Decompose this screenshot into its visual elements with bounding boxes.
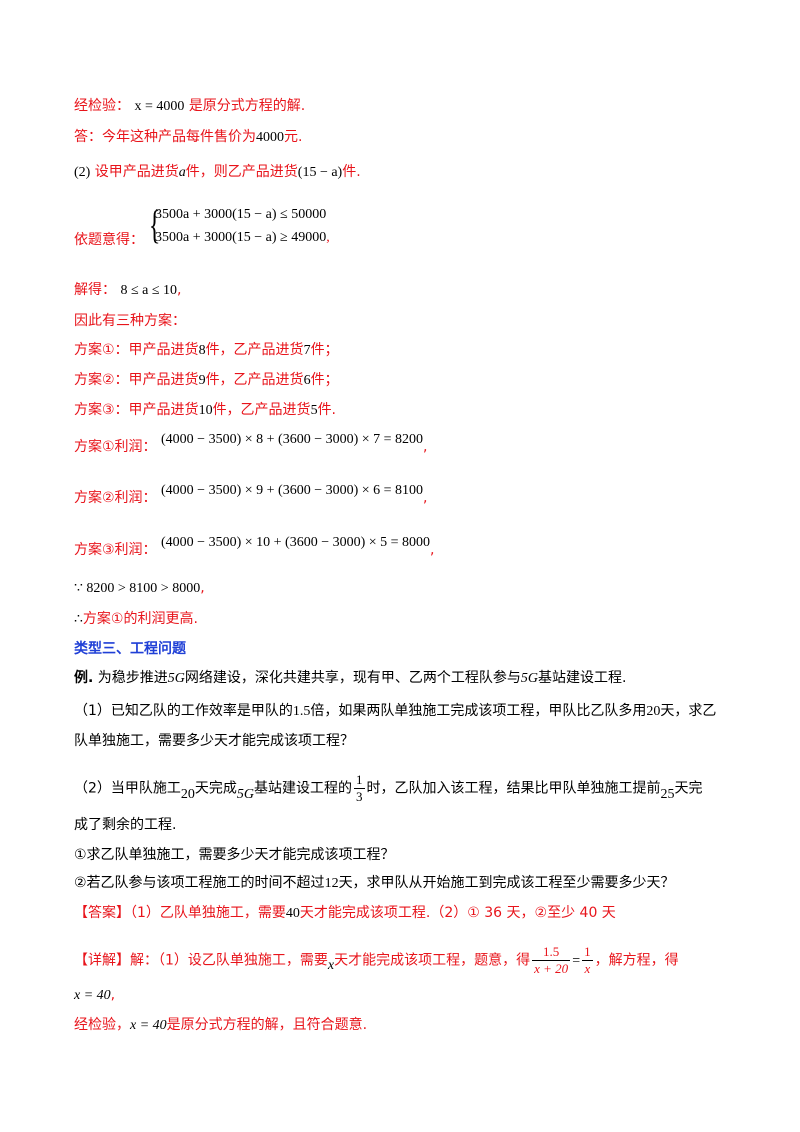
check-line-2: 经检验，x = 40是原分式方程的解，且符合题意. <box>74 1017 368 1033</box>
detail-tag: 【详解】 <box>74 952 130 969</box>
profit-2: 方案②利润： (4000 − 3500) × 9 + (3600 − 3000)… <box>74 483 428 506</box>
detail-result: x = 40, <box>74 987 116 1003</box>
system-row-1: 3500a + 3000(15 − a) ≤ 50000 <box>155 207 327 222</box>
profit-3: 方案③利润： (4000 − 3500) × 10 + (3600 − 3000… <box>74 535 435 558</box>
plan-3: 方案③：甲产品进货10件，乙产品进货5件. <box>74 402 337 418</box>
question-1: （1）已知乙队的工作效率是甲队的1.5倍，如果两队单独施工完成该项工程，甲队比乙… <box>74 703 717 719</box>
answer-line-price: 答：今年这种产品每件售价为4000元. <box>74 129 303 145</box>
answer-tag: 【答案】 <box>74 905 130 921</box>
math-x-4000: x = 4000 <box>134 99 185 114</box>
check-line-1: 经检验： x = 4000 是原分式方程的解. <box>74 98 306 114</box>
system-label: 依题意得： <box>74 232 144 248</box>
plans-intro: 因此有三种方案： <box>74 313 186 329</box>
section-title: 类型三、工程问题 <box>74 641 186 657</box>
plan-1: 方案①：甲产品进货8件，乙产品进货7件； <box>74 342 339 358</box>
system-row-2: 3500a + 3000(15 − a) ≥ 49000, <box>155 230 330 245</box>
answer-line: 【答案】（1）乙队单独施工，需要40天才能完成该项工程.（2）① 36 天，②至… <box>74 905 616 921</box>
because-line: ∵ 8200 > 8100 > 8000, <box>74 580 205 596</box>
therefore-line: ∴方案①的利润更高. <box>74 611 198 627</box>
example-intro: 例. 为稳步推进5G网络建设，深化共建共享，现有甲、乙两个工程队参与5G基站建设… <box>74 670 627 686</box>
plan-2: 方案②：甲产品进货9件，乙产品进货6件； <box>74 372 339 388</box>
profit-1: 方案①利润： (4000 − 3500) × 8 + (3600 − 3000)… <box>74 432 428 455</box>
part2-setup: (2) 设甲产品进货a件，则乙产品进货(15 − a)件. <box>74 164 361 180</box>
question-1-cont: 队单独施工，需要多少天才能完成该项工程？ <box>74 733 354 749</box>
question-2-sub-1: ①求乙队单独施工，需要多少天才能完成该项工程？ <box>74 847 395 863</box>
system-brace: { <box>148 202 161 247</box>
solution-line: 解得： 8 ≤ a ≤ 10, <box>74 282 182 298</box>
question-2-sub-2: ②若乙队参与该项工程施工的时间不超过12天，求甲队从开始施工到完成该工程至少需要… <box>74 875 675 891</box>
question-2-cont: 成了剩余的工程. <box>74 817 177 833</box>
